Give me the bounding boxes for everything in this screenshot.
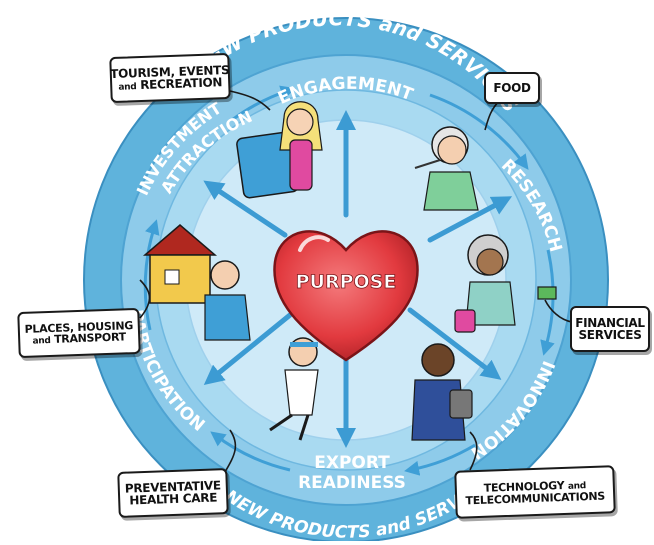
callout-tourism-and: and [118,81,137,93]
callout-tourism: TOURISM, EVENTS and RECREATION [109,52,231,104]
heart-icon [273,230,419,362]
house-and-man-illustration [142,224,251,341]
woman-eating-illustration [414,126,479,211]
spoke-upper-left [203,180,288,238]
woman-with-flag-illustration [236,101,323,199]
ring-arrow-export-participation [210,431,291,472]
callout-places: PLACES, HOUSING and TRANSPORT [17,307,141,359]
callout-places-line2-wrap: and TRANSPORT [32,329,127,347]
callout-food-line1: FOOD [493,81,531,95]
callout-tourism-line2: RECREATION [139,74,223,92]
callout-tech: TECHNOLOGY and TELECOMMUNICATIONS [454,465,616,519]
ring-label-readiness: READINESS [298,473,406,493]
spoke-upper-right [427,196,513,243]
spokes [203,110,513,448]
callout-financial-line2: SERVICES [578,328,642,342]
callout-financial: FINANCIAL SERVICES [570,306,650,352]
spoke-lower-right [407,307,502,380]
callout-places-and: and [32,335,51,347]
center-label: PURPOSE [296,271,397,293]
man-with-tablet-illustration [411,343,473,441]
callout-food: FOOD [484,72,540,104]
callout-financial-line1: FINANCIAL [575,316,645,330]
ring-label-export: EXPORT [314,453,390,473]
heart-highlight [298,235,330,252]
ring-arrow-engagement-research [429,93,529,170]
spoke-lower-left [203,312,293,386]
runner-illustration [269,337,319,441]
woman-with-money-illustration [454,234,557,333]
ring-arrow-participation-investment [143,219,160,331]
ring-arrow-innovation-export [404,443,476,476]
callout-tourism-line2-wrap: and RECREATION [118,74,223,93]
callout-places-line2: TRANSPORT [53,329,127,346]
callout-health-line2: HEALTH CARE [129,490,218,508]
ring-arrow-research-innovation [540,249,555,356]
callout-health: PREVENTATIVE HEALTH CARE [117,468,229,518]
